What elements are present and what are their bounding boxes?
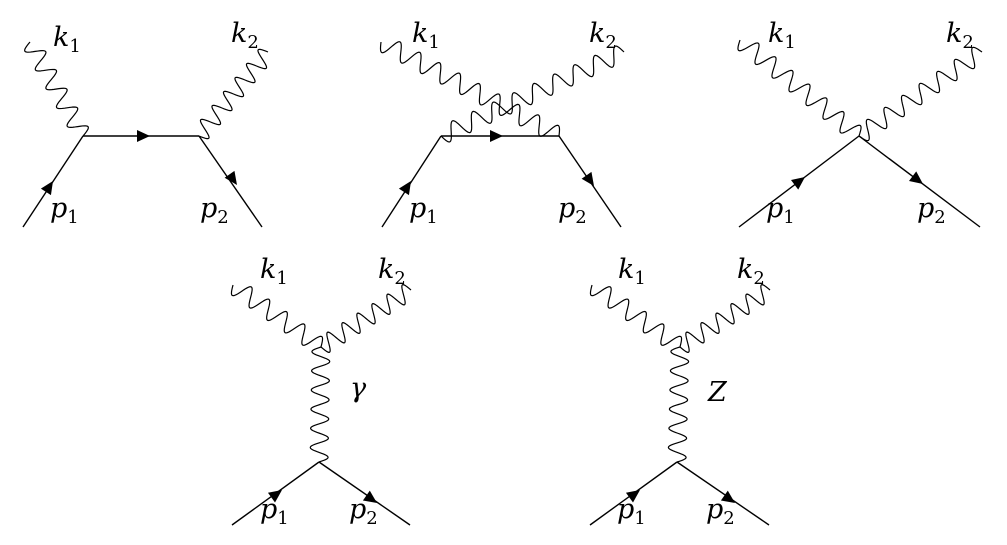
label-boson: γ bbox=[350, 373, 367, 404]
fermion-line-p2 bbox=[318, 461, 411, 526]
arrow-p1 bbox=[398, 181, 411, 196]
photon-k2 bbox=[858, 46, 983, 142]
arrow-p2 bbox=[224, 170, 237, 185]
arrow-p1 bbox=[267, 490, 282, 503]
arrow-p2 bbox=[581, 171, 594, 186]
diagram-contact: k1 k2 p1 p2 bbox=[737, 18, 983, 228]
arrow-p2 bbox=[362, 490, 377, 503]
label-p1: p1 bbox=[409, 193, 438, 228]
arrow-propagator bbox=[490, 130, 503, 142]
diagram-u-channel: k1 k2 p1 p2 bbox=[379, 18, 625, 228]
photon-k2 bbox=[198, 48, 269, 140]
label-k2: k2 bbox=[231, 18, 259, 53]
photon-k1 bbox=[589, 284, 683, 348]
label-p2: p2 bbox=[917, 193, 946, 228]
photon-k1 bbox=[24, 41, 89, 137]
label-p2: p2 bbox=[349, 494, 378, 529]
fermion-line-p2 bbox=[198, 135, 263, 228]
label-k2: k2 bbox=[589, 18, 617, 53]
fermion-line-p1 bbox=[381, 135, 442, 228]
photon-k1 bbox=[737, 39, 862, 137]
label-k2: k2 bbox=[378, 254, 406, 289]
z-propagator bbox=[667, 346, 690, 463]
label-k1: k1 bbox=[260, 254, 288, 289]
label-p2: p2 bbox=[200, 193, 229, 228]
label-boson: Z bbox=[707, 377, 728, 408]
label-k1: k1 bbox=[53, 22, 81, 57]
arrow-p2 bbox=[909, 171, 923, 184]
diagram-photon-exchange: k1 k2 γ p1 p2 bbox=[230, 254, 412, 529]
photon-k2 bbox=[320, 284, 412, 353]
arrow-p1 bbox=[791, 177, 805, 190]
label-k1: k1 bbox=[768, 18, 796, 53]
photon-k1 bbox=[379, 41, 561, 137]
fermion-line-p2 bbox=[676, 461, 770, 526]
arrow-p2 bbox=[720, 490, 735, 503]
label-k2: k2 bbox=[737, 254, 765, 289]
label-k2: k2 bbox=[946, 18, 974, 53]
photon-k2 bbox=[679, 284, 771, 353]
label-p2: p2 bbox=[558, 193, 587, 228]
arrow-propagator bbox=[137, 130, 150, 142]
photon-k1 bbox=[230, 284, 324, 348]
arrow-p1 bbox=[625, 490, 640, 503]
label-p1: p1 bbox=[50, 193, 79, 228]
label-p1: p1 bbox=[617, 494, 646, 529]
photon-propagator bbox=[309, 346, 331, 463]
label-p2: p2 bbox=[706, 494, 735, 529]
arrow-p1 bbox=[40, 181, 53, 196]
diagram-z-exchange: k1 k2 Z p1 p2 bbox=[589, 254, 771, 529]
label-p1: p1 bbox=[260, 494, 289, 529]
diagram-s-channel: k1 k2 p1 p2 bbox=[22, 18, 269, 228]
label-k1: k1 bbox=[412, 18, 440, 53]
label-p1: p1 bbox=[766, 193, 795, 228]
photon-k2 bbox=[440, 45, 625, 143]
label-k1: k1 bbox=[618, 254, 646, 289]
fermion-line-p1 bbox=[22, 135, 84, 228]
